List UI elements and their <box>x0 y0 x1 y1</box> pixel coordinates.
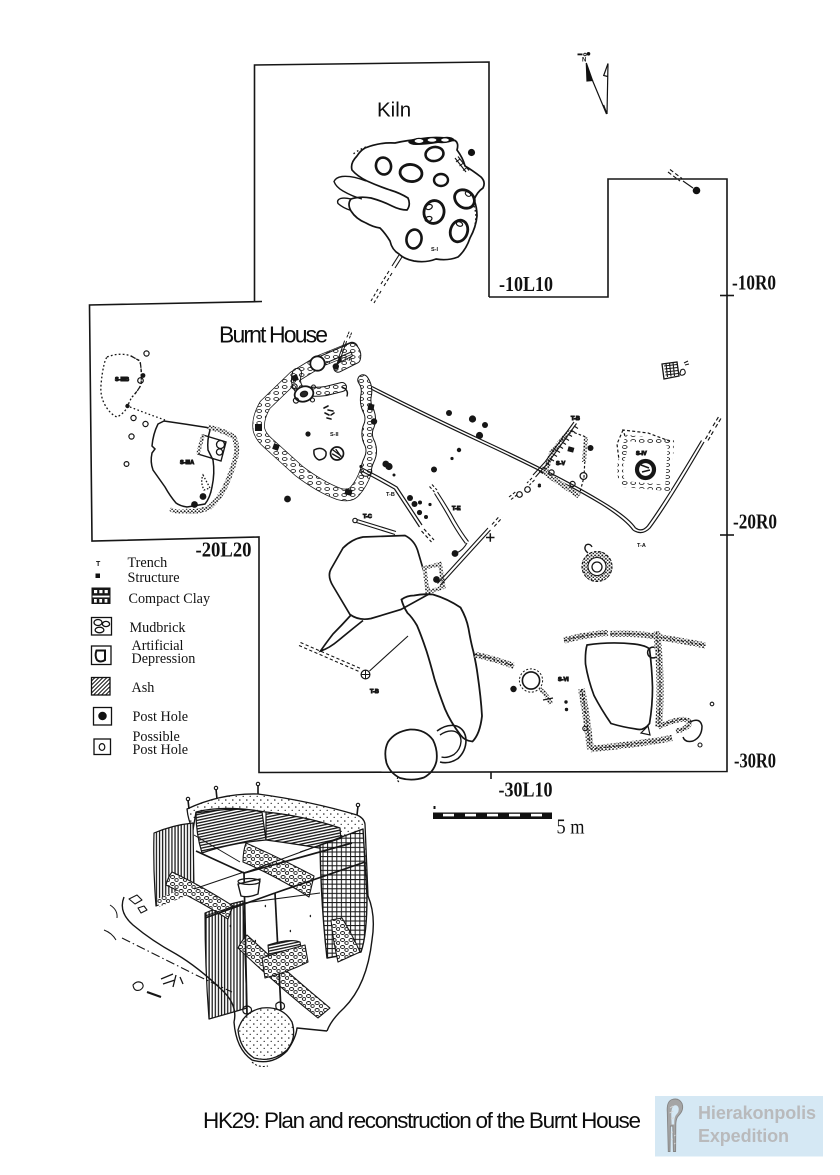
svg-text:Burnt House: Burnt House <box>219 322 328 348</box>
svg-text:T: T <box>96 561 101 568</box>
svg-text:S-IIIA: S-IIIA <box>180 460 194 466</box>
svg-text:-20R0: -20R0 <box>733 510 777 534</box>
svg-text:T-C: T-C <box>363 514 372 520</box>
svg-text:T-B: T-B <box>370 689 379 695</box>
svg-text:Kiln: Kiln <box>377 99 411 122</box>
svg-text:S-IV: S-IV <box>636 451 647 457</box>
svg-text:Mudbrick: Mudbrick <box>130 620 187 636</box>
svg-text:Ash: Ash <box>132 680 155 696</box>
svg-text:N: N <box>582 58 586 64</box>
svg-text:S-I: S-I <box>431 247 439 253</box>
svg-text:Hierakonpolis: Hierakonpolis <box>698 1103 816 1123</box>
svg-text:S-VI: S-VI <box>558 677 569 683</box>
svg-text:Structure: Structure <box>128 570 180 586</box>
svg-text:T-A: T-A <box>637 543 646 549</box>
svg-text:-10R0: -10R0 <box>732 271 776 295</box>
svg-text:S-IIIB: S-IIIB <box>115 377 129 383</box>
svg-text:Compact Clay: Compact Clay <box>129 591 211 607</box>
svg-text:s: s <box>538 483 541 489</box>
svg-text:Expedition: Expedition <box>698 1126 789 1146</box>
svg-text:5 m: 5 m <box>557 815 585 839</box>
svg-text:T-E: T-E <box>452 506 461 512</box>
svg-text:T-A: T-A <box>344 357 353 363</box>
svg-text:Possible: Possible <box>133 729 180 745</box>
svg-text:Trench: Trench <box>128 555 168 571</box>
svg-text:-30R0: -30R0 <box>734 749 776 773</box>
svg-text:Artificial: Artificial <box>132 638 184 654</box>
svg-text:Post Hole: Post Hole <box>133 742 189 758</box>
svg-text:-30L10: -30L10 <box>499 778 553 802</box>
svg-text:T-B: T-B <box>571 416 580 422</box>
svg-text:Post Hole: Post Hole <box>133 709 189 725</box>
svg-text:T-B: T-B <box>386 492 395 498</box>
svg-text:-10L10: -10L10 <box>499 272 553 296</box>
svg-text:HK29: Plan and reconstruction: HK29: Plan and reconstruction of the Bur… <box>203 1108 641 1133</box>
svg-text:-20L20: -20L20 <box>196 538 252 562</box>
svg-text:S-V: S-V <box>556 461 566 467</box>
svg-text:Depression: Depression <box>132 651 196 667</box>
svg-text:S-II: S-II <box>330 432 339 438</box>
